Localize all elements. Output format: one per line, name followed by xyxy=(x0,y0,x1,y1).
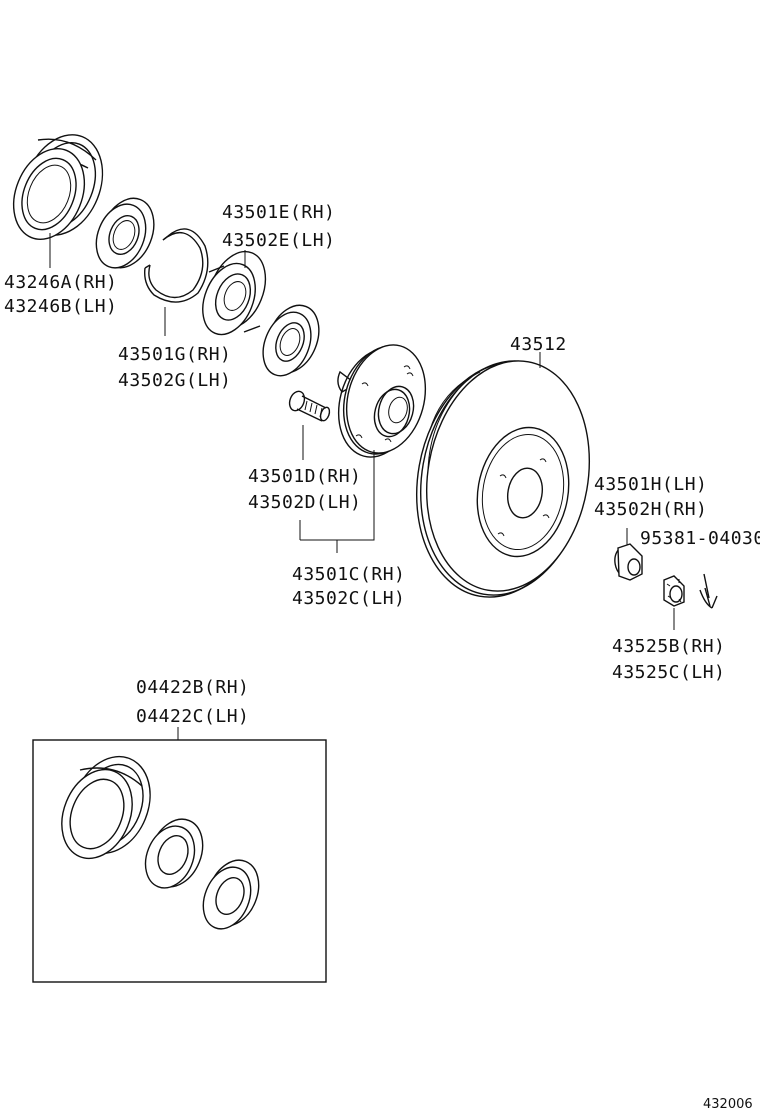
label-43502e: 43502E(LH) xyxy=(222,230,335,251)
outer-bearing xyxy=(95,197,155,269)
label-43246b: 43246B(LH) xyxy=(4,296,117,317)
label-43502c: 43502C(LH) xyxy=(292,588,405,609)
kit-inner-bearing xyxy=(202,859,260,930)
label-04422b: 04422B(RH) xyxy=(136,677,249,698)
label-43502g: 43502G(LH) xyxy=(118,370,231,391)
label-43501d: 43501D(RH) xyxy=(248,466,361,487)
label-43501g: 43501G(RH) xyxy=(118,344,231,365)
label-95381: 95381-04030 xyxy=(640,528,760,549)
kit-grease-seal xyxy=(61,755,151,860)
axle-hub xyxy=(337,344,427,458)
lock-nut xyxy=(614,543,643,581)
leader-lines xyxy=(49,233,675,740)
kit-outer-bearing xyxy=(144,818,204,889)
label-04422c: 04422C(LH) xyxy=(136,706,249,727)
cotter-pin xyxy=(699,573,718,609)
label-43501e: 43501E(RH) xyxy=(222,202,335,223)
grease-seal-43246 xyxy=(12,134,104,240)
label-43501h: 43501H(LH) xyxy=(594,474,707,495)
label-43246a: 43246A(RH) xyxy=(4,272,117,293)
label-43502h: 43502H(RH) xyxy=(594,499,707,520)
figure-number: 432006 xyxy=(703,1097,753,1112)
label-43525c: 43525C(LH) xyxy=(612,662,725,683)
label-43512: 43512 xyxy=(510,334,567,355)
hub-bolt xyxy=(288,390,331,422)
label-43525b: 43525B(RH) xyxy=(612,636,725,657)
label-43502d: 43502D(LH) xyxy=(248,492,361,513)
castle-nut xyxy=(663,575,685,607)
label-43501c: 43501C(RH) xyxy=(292,564,405,585)
kit-box xyxy=(32,739,327,983)
hub-bearing xyxy=(202,250,267,336)
inner-bearing xyxy=(262,304,320,377)
snap-ring xyxy=(144,228,209,303)
brake-disc xyxy=(415,360,591,598)
